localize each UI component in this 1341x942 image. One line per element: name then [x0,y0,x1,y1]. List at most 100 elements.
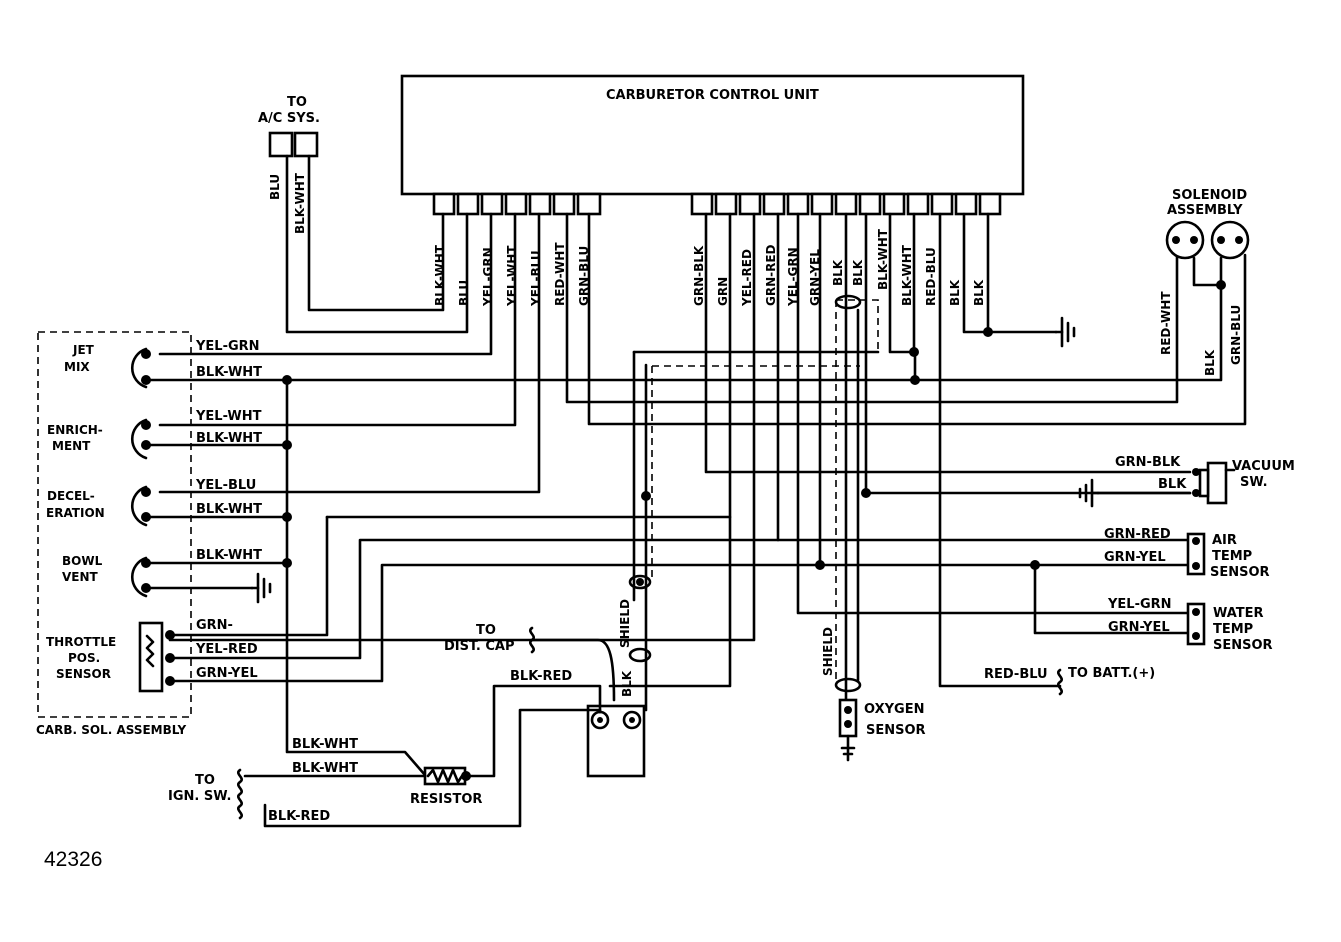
water-label-1: WATER [1213,606,1264,621]
control-unit-title: CARBURETOR CONTROL UNIT [606,88,819,103]
ac-label-line2: A/C SYS. [258,111,320,126]
control-unit-pins-right [690,192,1002,216]
throttle-wire-2: YEL-RED [195,642,258,657]
left-wire-labels: BLK-WHT BLU YEL-GRN YEL-WHT YEL-BLU RED-… [433,242,591,307]
dist-label-2: DIST. CAP [444,639,514,654]
oxygen-label-1: OXYGEN [864,702,924,717]
lw-label-7: GRN-BLU [577,246,591,306]
bowl-wire-1: BLK-WHT [196,548,262,563]
solenoid-wires [143,256,1223,382]
ign-wire-3: BLK-RED [268,809,330,824]
shield-label-left: SHIELD [618,599,632,648]
oxygen-label-2: SENSOR [866,723,926,738]
enrich-wire-1: YEL-WHT [195,409,262,424]
bowl-vent-line1: BOWL [62,554,103,568]
carb-sol-assembly-outline [37,331,192,718]
rw-label-12: BLK [948,279,962,306]
rw-label-6: GRN-YEL [808,249,822,306]
lw-label-2: BLU [457,280,471,306]
throttle-wire-3: GRN-YEL [196,666,258,681]
water-temp-sensor [1186,602,1206,646]
water-wire-2: GRN-YEL [1108,620,1170,635]
left-component-wires [144,378,822,777]
air-label-1: AIR [1212,533,1237,548]
vacuum-label-2: SW. [1240,475,1268,490]
batt-label: TO BATT.(+) [1068,666,1155,681]
water-label-3: SENSOR [1213,638,1273,653]
rw-label-1: GRN-BLK [692,245,706,306]
rw-label-8: BLK [851,259,865,286]
ac-connector-left [268,131,294,158]
resistor-label: RESISTOR [410,792,482,807]
vacuum-switch [1192,461,1236,505]
ac-wire-blu-label: BLU [268,174,282,200]
lw-label-1: BLK-WHT [433,244,447,306]
solenoid-label-line1: SOLENOID [1172,188,1247,203]
coil-blk-red-wire [464,684,602,778]
sol-wire-blk: BLK [1203,349,1217,376]
ign-label-2: IGN. SW. [168,789,231,804]
throttle-wire-1: GRN- [196,618,233,633]
bowl-vent-line2: VENT [62,570,99,584]
shielded-cable-right [834,294,879,693]
shield-label-right: SHIELD [821,627,835,676]
solenoid-assembly [1165,220,1250,260]
vacuum-ground-icon [1078,478,1100,508]
ign-blk-red-wire [263,708,602,828]
enrich-wire-2: BLK-WHT [196,431,262,446]
water-label-2: TEMP [1213,622,1253,637]
rw-label-10: BLK-WHT [900,244,914,306]
oxygen-sensor [838,698,858,762]
rw-label-5: YEL-GRN [786,247,800,307]
jet-mix-solenoid: JET MIX [64,343,151,389]
left-wires [158,154,1247,494]
decel-wire-2: BLK-WHT [196,502,262,517]
ac-connector-right [293,131,319,158]
rw-label-7: BLK [831,259,845,286]
blk-red-label: BLK-RED [510,669,572,684]
throttle-line2: POS. [68,651,100,665]
jet-mix-line1: JET [72,343,95,357]
jet-mix-line2: MIX [64,360,90,374]
lw-label-6: RED-WHT [553,242,567,306]
rw-label-13: BLK [972,279,986,306]
carb-sol-assembly-label: CARB. SOL. ASSEMBLY [36,723,187,737]
enrichment-line1: ENRICH- [47,423,103,437]
bowl-vent-solenoid: BOWL VENT [62,554,151,598]
enrichment-solenoid: ENRICH- MENT [47,418,151,460]
right-wires [168,212,1192,702]
shielded-cable-left [628,350,880,712]
ign-label-1: TO [195,773,215,788]
ign-wire-2: BLK-WHT [292,761,358,776]
throttle-line1: THROTTLE [46,635,116,649]
figure-number: 42326 [44,848,102,871]
jet-mix-wire-2: BLK-WHT [196,365,262,380]
air-temp-sensor [1186,532,1206,576]
control-unit-pins-left [432,192,602,216]
junction-dots [282,280,1226,781]
sol-wire-red-wht: RED-WHT [1159,291,1173,355]
jet-mix-wire-1: YEL-GRN [195,339,260,354]
ac-wire-blk-wht-label: BLK-WHT [293,172,307,234]
air-label-2: TEMP [1212,549,1252,564]
dist-wire [530,638,616,702]
sol-wire-grn-blu: GRN-BLU [1229,305,1243,365]
rw-label-11: RED-BLU [924,247,938,306]
ac-label-line1: TO [287,95,307,110]
bowl-vent-ground-icon [250,572,272,604]
rw-label-9: BLK-WHT [876,228,890,290]
rw-label-2: GRN [716,277,730,306]
vacuum-label-1: VACUUM [1232,459,1295,474]
enrichment-line2: MENT [52,439,91,453]
batt-connector-icon [1057,668,1063,696]
solenoid-label-line2: ASSEMBLY [1167,203,1243,218]
right-wire-labels: GRN-BLK GRN YEL-RED GRN-RED YEL-GRN GRN-… [692,228,986,307]
air-wire-1: GRN-RED [1104,527,1171,542]
resistor [423,766,467,786]
carburetor-control-unit [400,74,1025,196]
rw-label-4: GRN-RED [764,244,778,306]
lw-label-4: YEL-WHT [505,245,519,307]
air-wire-2: GRN-YEL [1104,550,1166,565]
ign-wire-1: BLK-WHT [292,737,358,752]
